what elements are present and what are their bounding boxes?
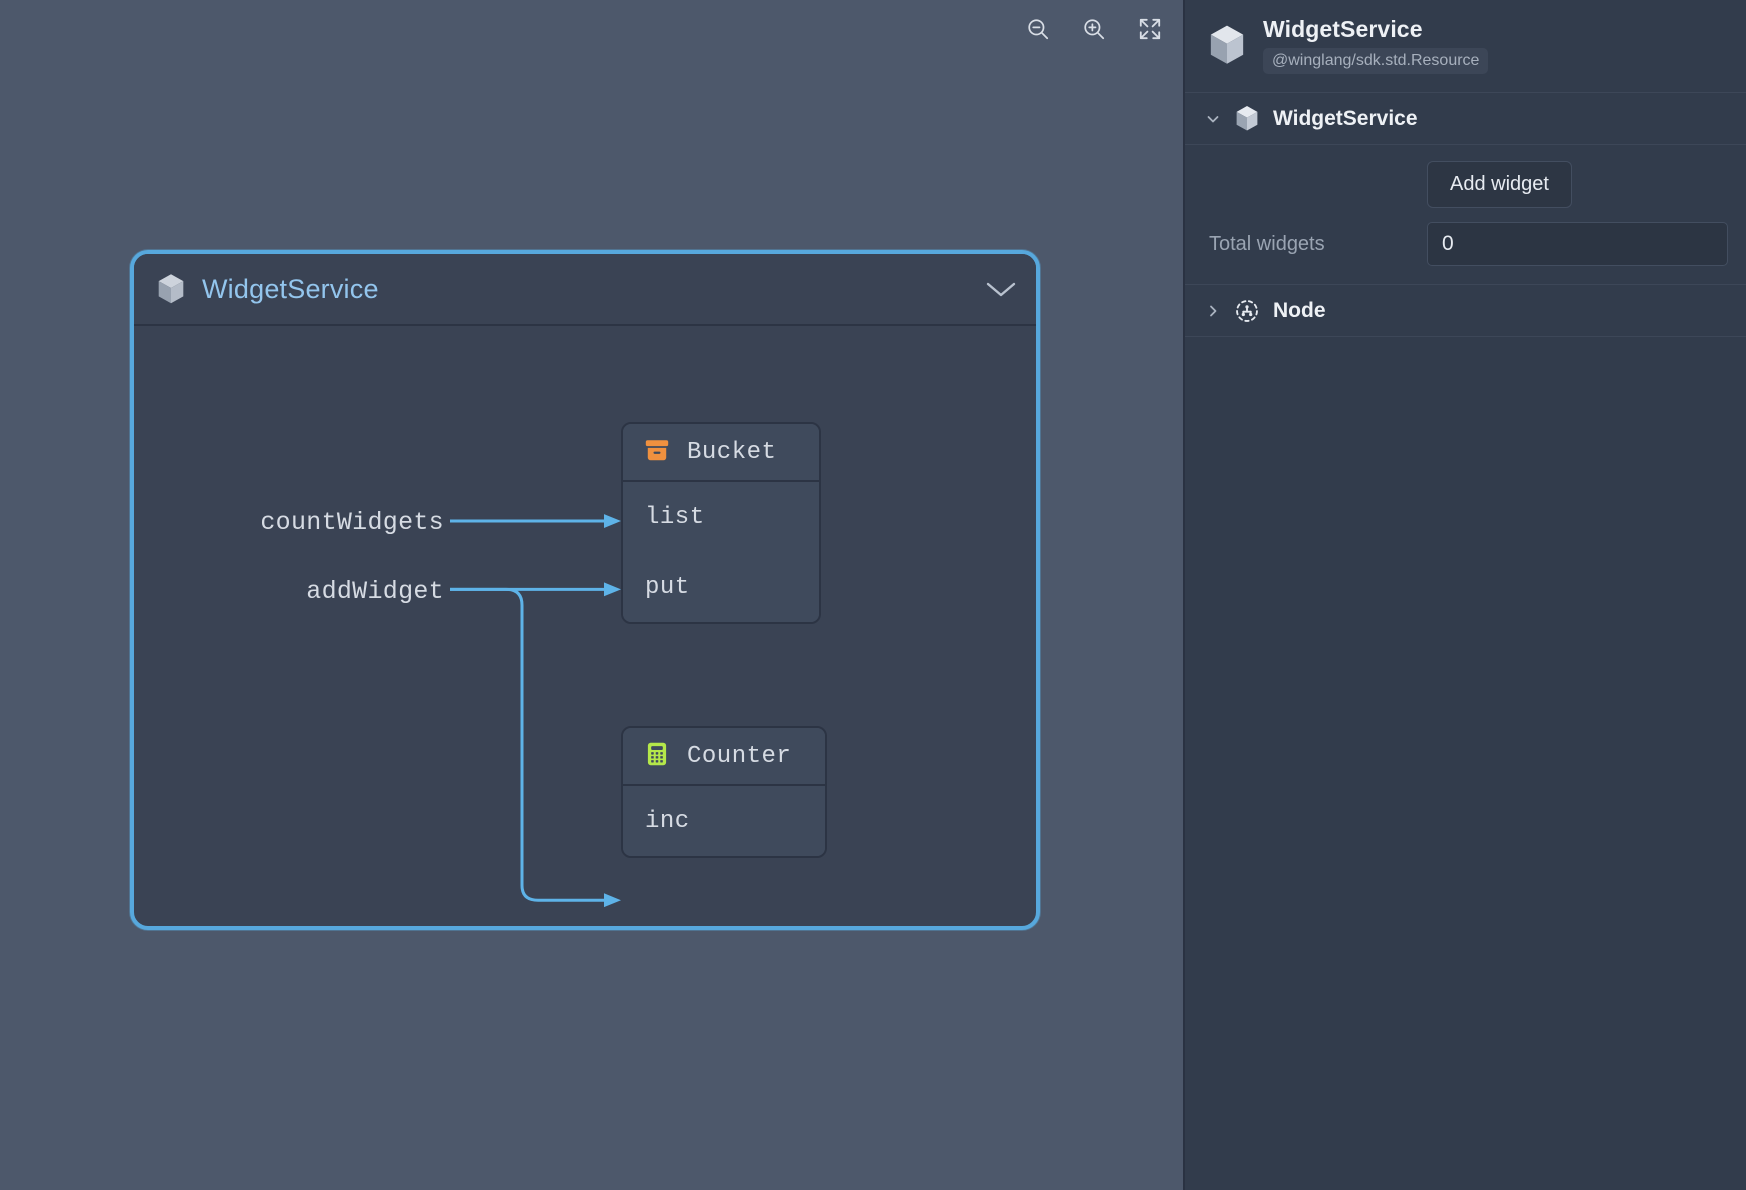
canvas-toolbar — [1023, 14, 1165, 44]
add-widget-row: Add widget — [1209, 161, 1728, 208]
tree-row-widgetservice[interactable]: WidgetService — [1185, 93, 1746, 145]
chevron-down-icon[interactable] — [984, 278, 1018, 300]
cube-icon — [156, 273, 186, 305]
container-header[interactable]: WidgetService — [134, 254, 1036, 326]
resource-port-list[interactable]: list — [623, 482, 819, 552]
container-title: WidgetService — [202, 273, 379, 304]
zoom-out-icon[interactable] — [1023, 14, 1053, 44]
inspector-title: WidgetService — [1263, 16, 1423, 42]
inspector-type-badge: @winglang/sdk.std.Resource — [1263, 48, 1489, 74]
node-icon — [1234, 298, 1260, 324]
cube-icon — [1234, 105, 1260, 132]
calculator-icon — [643, 740, 671, 773]
container-body: countWidgets addWidget Bucket — [134, 326, 1036, 924]
inspector-panel: WidgetService @winglang/sdk.std.Resource… — [1183, 0, 1746, 1190]
total-widgets-value[interactable] — [1427, 222, 1728, 266]
total-widgets-label: Total widgets — [1209, 232, 1325, 255]
resource-node-counter[interactable]: Counter inc — [621, 726, 827, 858]
inspector-header-text: WidgetService @winglang/sdk.std.Resource — [1263, 16, 1489, 74]
resource-node-bucket[interactable]: Bucket list put — [621, 422, 821, 624]
add-widget-button[interactable]: Add widget — [1427, 161, 1572, 208]
resource-node-header: Bucket — [623, 424, 819, 482]
edge-source-label: countWidgets — [260, 508, 444, 537]
edge-layer — [450, 514, 621, 908]
diagram-canvas[interactable]: WidgetService — [0, 0, 1183, 1190]
bucket-icon — [643, 436, 671, 469]
tree-row-label: Node — [1273, 298, 1326, 322]
container-node-widgetservice[interactable]: WidgetService — [130, 250, 1040, 930]
tree-row-node[interactable]: Node — [1185, 285, 1746, 337]
resource-port-put[interactable]: put — [623, 552, 819, 622]
resource-port-inc[interactable]: inc — [623, 786, 825, 856]
resource-node-header: Counter — [623, 728, 825, 786]
chevron-down-icon[interactable] — [1205, 111, 1221, 127]
cube-icon — [1207, 24, 1247, 66]
resource-node-title: Bucket — [687, 438, 777, 466]
fit-to-screen-icon[interactable] — [1135, 14, 1165, 44]
total-widgets-row: Total widgets — [1209, 222, 1728, 266]
tree-row-label: WidgetService — [1273, 106, 1418, 130]
zoom-in-icon[interactable] — [1079, 14, 1109, 44]
inspector-header: WidgetService @winglang/sdk.std.Resource — [1185, 0, 1746, 93]
edge-source-label: addWidget — [306, 577, 444, 606]
chevron-right-icon[interactable] — [1205, 303, 1221, 319]
resource-interaction-panel: Add widget Total widgets — [1185, 145, 1746, 285]
resource-node-title: Counter — [687, 742, 792, 770]
